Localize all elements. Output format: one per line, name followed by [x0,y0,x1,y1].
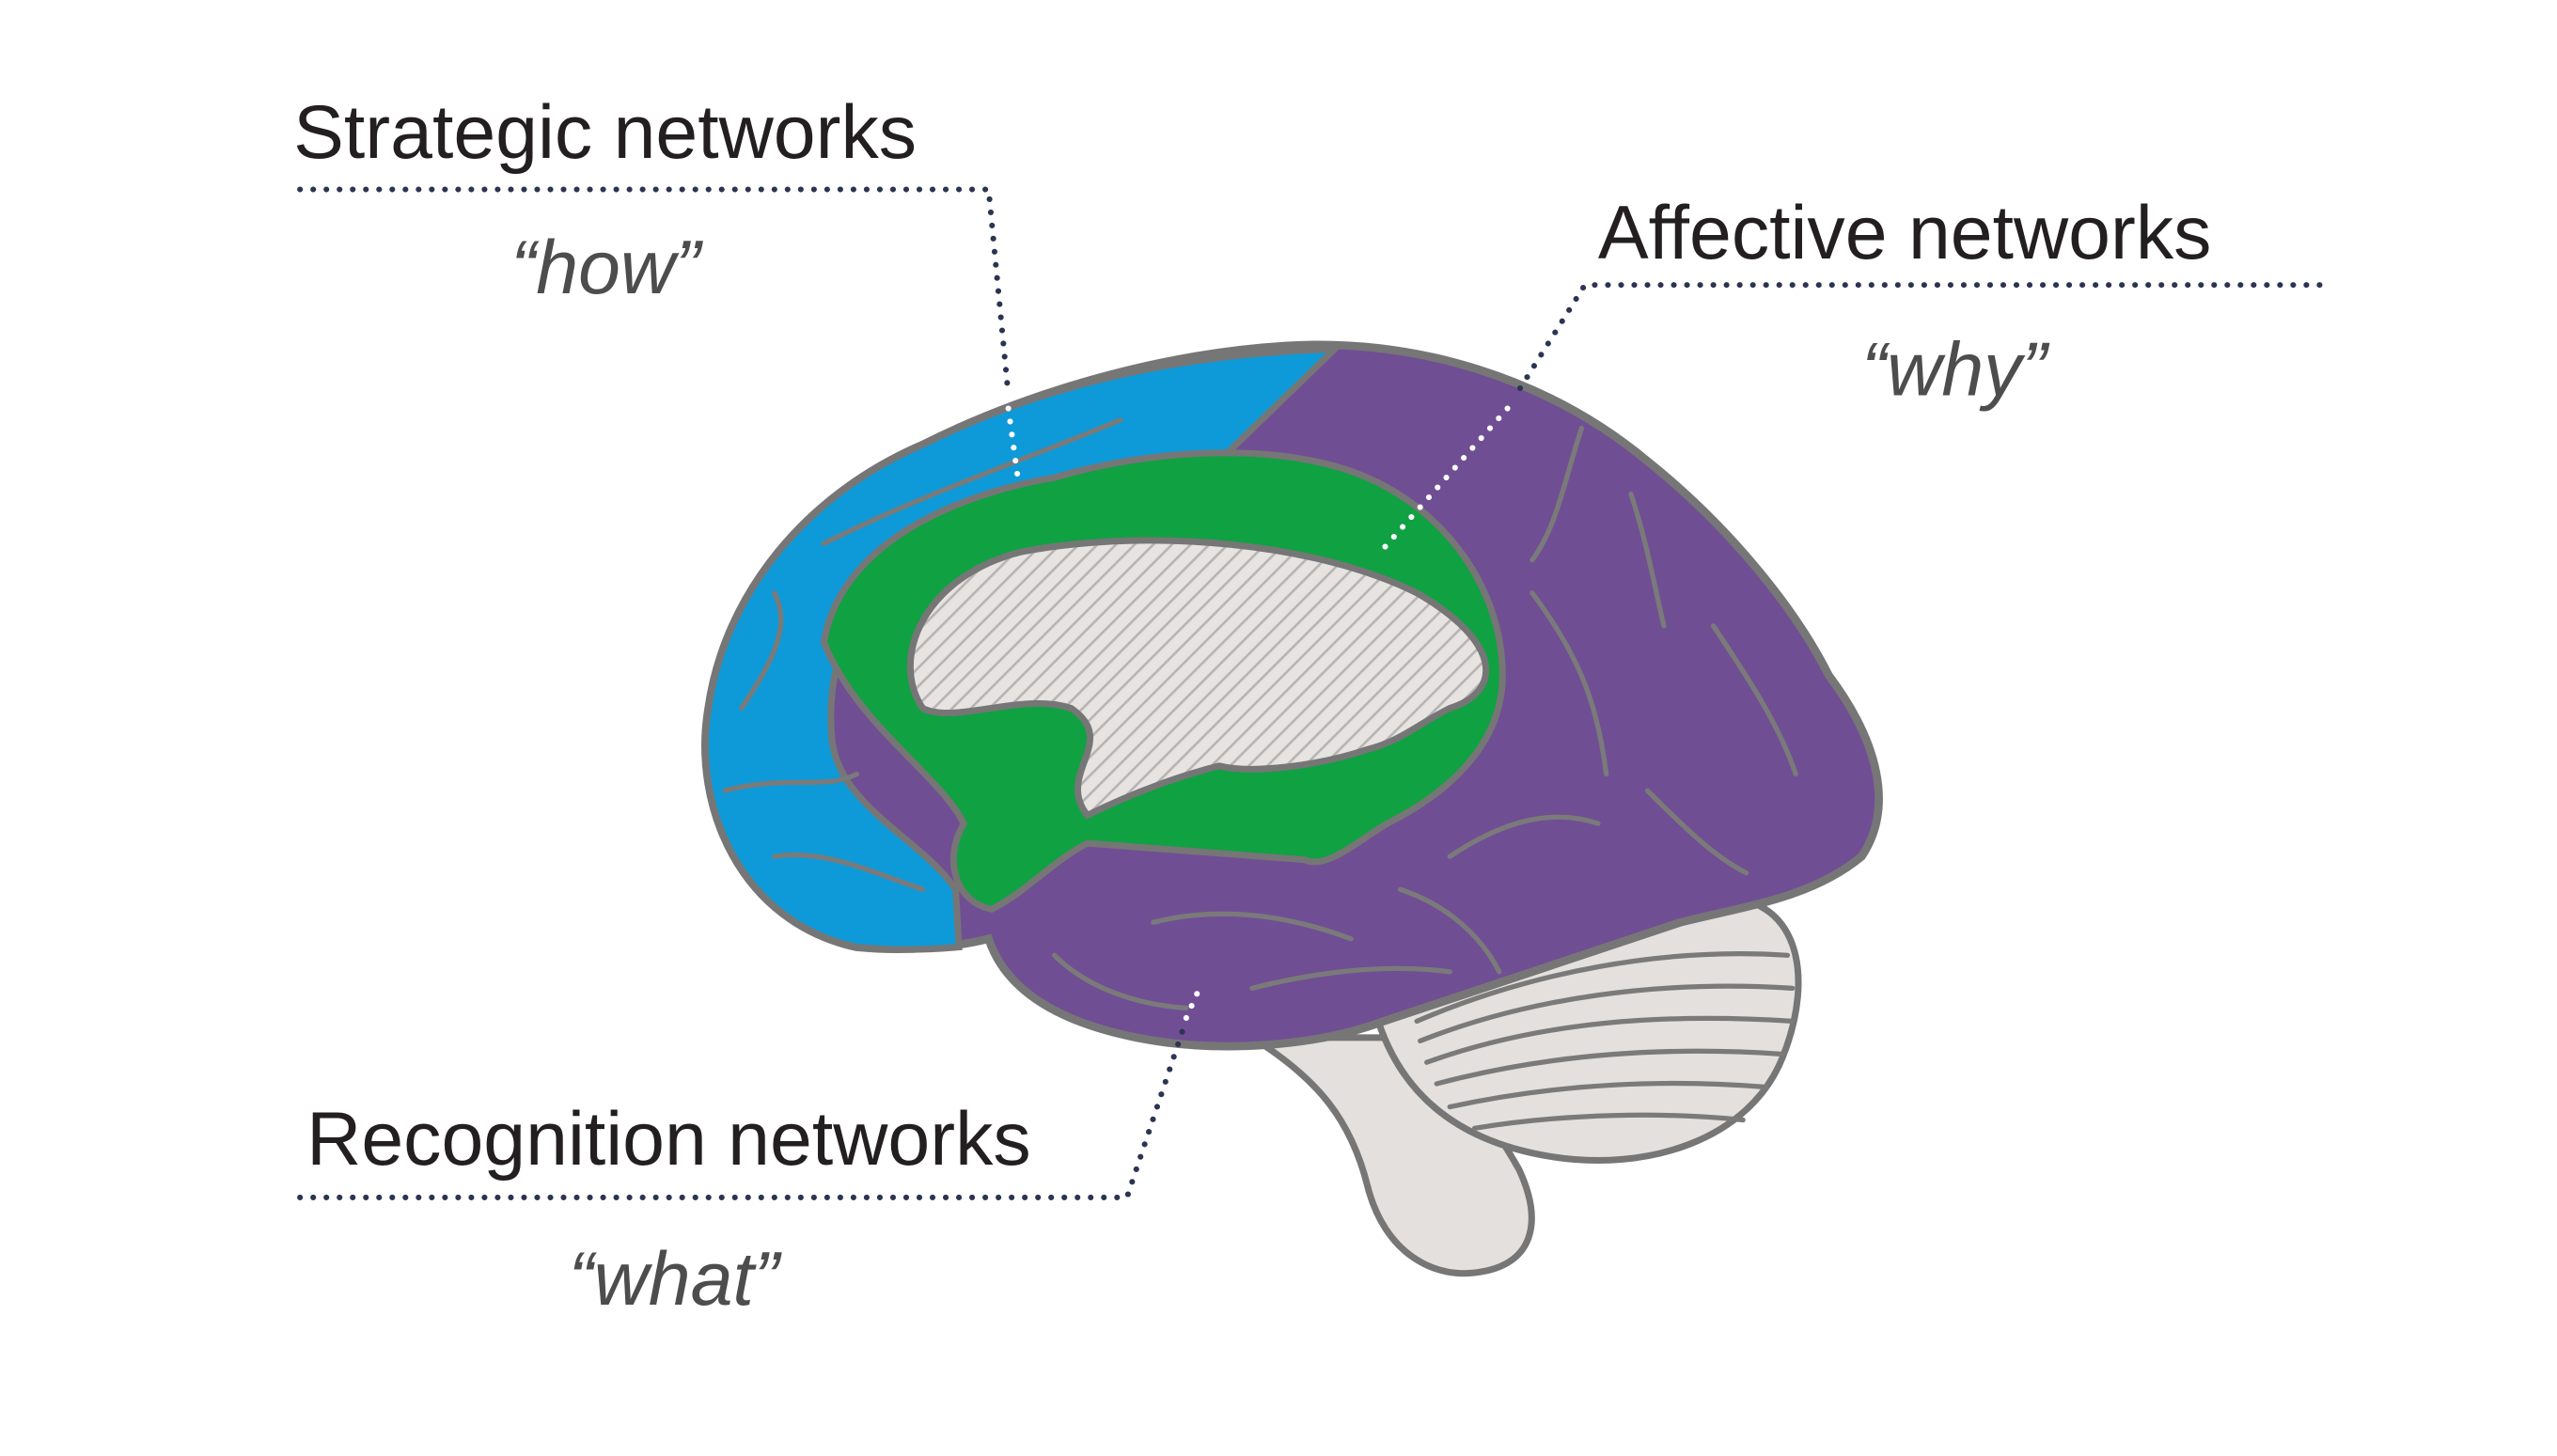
affective-subtitle: “why” [1861,328,2049,413]
strategic-title: Strategic networks [293,90,917,175]
recognition-subtitle: “what” [569,1237,782,1322]
affective-leader-line-inner [1377,405,1511,556]
affective-title: Affective networks [1598,191,2212,275]
strategic-subtitle: “how” [510,226,703,310]
recognition-leader-line-inner [1183,985,1202,1021]
strategic-leader-line-inner [1005,405,1022,484]
sulci [722,417,1798,1011]
recognition-leader-line [297,1026,1186,1200]
corpus-callosum-region [906,537,1490,820]
recognition-title: Recognition networks [306,1097,1031,1182]
